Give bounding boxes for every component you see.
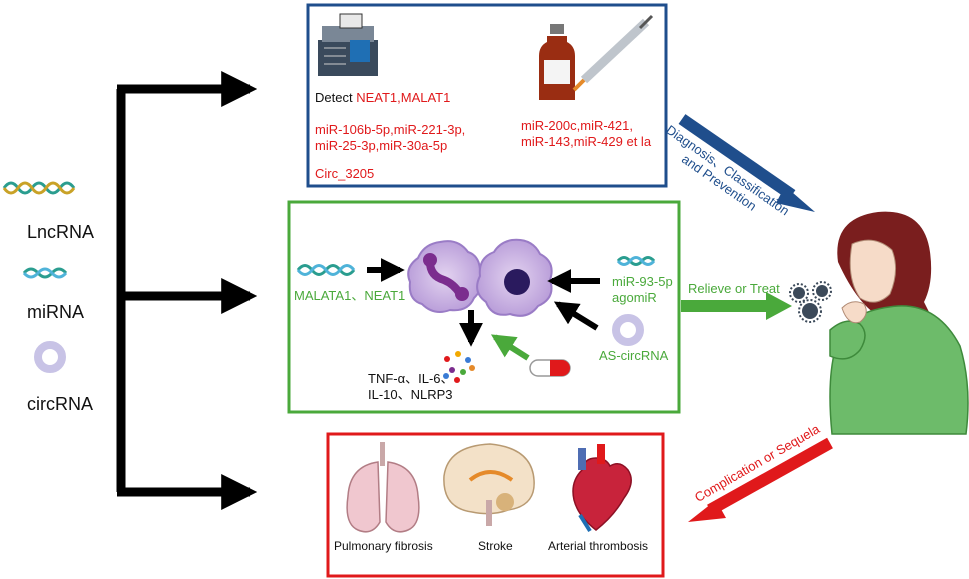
middle-mirna-helix-icon: [616, 256, 656, 266]
detect-prefix: Detect: [315, 90, 357, 105]
legend-mirna-label: miRNA: [27, 302, 84, 322]
cytokine-dots-icon: [443, 351, 475, 383]
lungs-icon: [346, 442, 420, 533]
macrophage-cell-icon: [476, 238, 553, 317]
branch-bracket: [116, 71, 258, 510]
detect-line: Detect NEAT1,MALAT1: [315, 90, 450, 105]
detect-targets: NEAT1,MALAT1: [356, 90, 451, 105]
detect-circ-label: Circ_3205: [315, 166, 375, 181]
treat-mirna-line1: miR-200c,miR-421,: [521, 118, 633, 133]
middle-mirna-line2: agomiR: [612, 290, 657, 305]
middle-circrna-label: AS-circRNA: [599, 348, 669, 363]
legend-lncrna-label: LncRNA: [27, 222, 95, 242]
cytokine-line1: TNF-α、IL-6、: [368, 371, 454, 386]
drug-to-cell-arrow: [490, 334, 530, 361]
diagnosis-arrow-shaft: [678, 114, 796, 200]
relieve-arrow-head: [766, 292, 792, 320]
germ-cluster-icon: [789, 281, 832, 323]
syringe-icon: [572, 14, 654, 92]
patient-illustration: [829, 211, 969, 435]
circrna-ring-icon: [34, 341, 66, 373]
middle-lncrna-label: MALATA1、NEAT1: [294, 288, 406, 303]
organ-label-brain: Stroke: [478, 539, 513, 553]
organ-label-heart: Arterial thrombosis: [548, 539, 649, 553]
circrna-to-cell-arrow: [553, 301, 599, 331]
vial-icon: [539, 24, 575, 100]
complication-arrow-head: [688, 500, 726, 522]
diagnosis-box: [306, 3, 668, 188]
organ-label-lung: Pulmonary fibrosis: [334, 539, 433, 553]
treat-mirna-line2: miR-143,miR-429 et la: [521, 134, 652, 149]
treatment-box: [287, 200, 681, 414]
legend-circrna-label: circRNA: [27, 394, 93, 414]
detect-mirna-line2: miR-25-3p,miR-30a-5p: [315, 138, 448, 153]
heart-icon: [572, 444, 632, 533]
complication-arrow-shaft: [707, 437, 833, 516]
complication-box: [326, 432, 665, 578]
middle-mirna-line1: miR-93-5p: [612, 274, 673, 289]
neutrophil-cell-icon: [407, 240, 483, 313]
pill-capsule-icon: [529, 359, 571, 377]
middle-circrna-ring-icon: [612, 314, 644, 346]
lncrna-helix-icon: [2, 181, 76, 195]
brain-icon: [443, 443, 535, 526]
diagnosis-arrow-head: [776, 186, 815, 212]
cytokine-line2: IL-10、NLRP3: [368, 387, 453, 402]
detect-mirna-line1: miR-106b-5p,miR-221-3p,: [315, 122, 466, 137]
detection-machine-icon: [318, 13, 378, 76]
middle-lncrna-helix-icon: [296, 264, 356, 276]
mirna-helix-icon: [22, 267, 68, 279]
relieve-arrow-label: Relieve or Treat: [688, 281, 780, 296]
